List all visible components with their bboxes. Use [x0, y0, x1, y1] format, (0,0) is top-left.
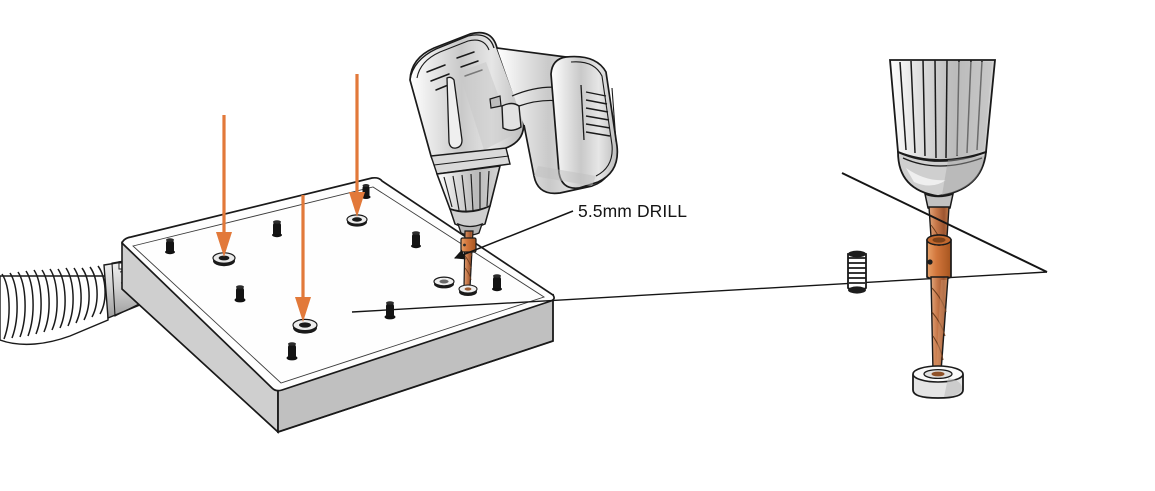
- weld-stud: [286, 342, 298, 361]
- grommet-group: [212, 214, 455, 334]
- callout-leader-line: [454, 210, 574, 260]
- grommet-bushing: [912, 365, 964, 399]
- drill-bit-depth-stop-detail: [841, 59, 1048, 399]
- sheet-metal-enclosure: [120, 176, 555, 434]
- drill-size-callout-label: 5.5mm DRILL: [578, 201, 688, 221]
- grommet: [346, 214, 368, 227]
- weld-stud: [411, 231, 421, 249]
- weld-stud: [165, 238, 175, 255]
- weld-stud: [234, 285, 246, 303]
- weld-stud: [272, 220, 282, 238]
- hole-indicator-arrow: [349, 74, 365, 217]
- hole-indicator-arrow: [216, 115, 232, 257]
- weld-stud-group: [165, 184, 502, 361]
- grommet: [433, 276, 455, 289]
- weld-stud: [847, 250, 867, 294]
- grommet: [212, 252, 236, 267]
- weld-stud: [492, 274, 502, 292]
- cordless-drill: [409, 31, 619, 236]
- depth-stop-collar: [926, 234, 952, 281]
- hole-indicator-arrow: [295, 195, 311, 322]
- grommet: [292, 318, 318, 334]
- hole-indicator-arrows: [216, 74, 365, 322]
